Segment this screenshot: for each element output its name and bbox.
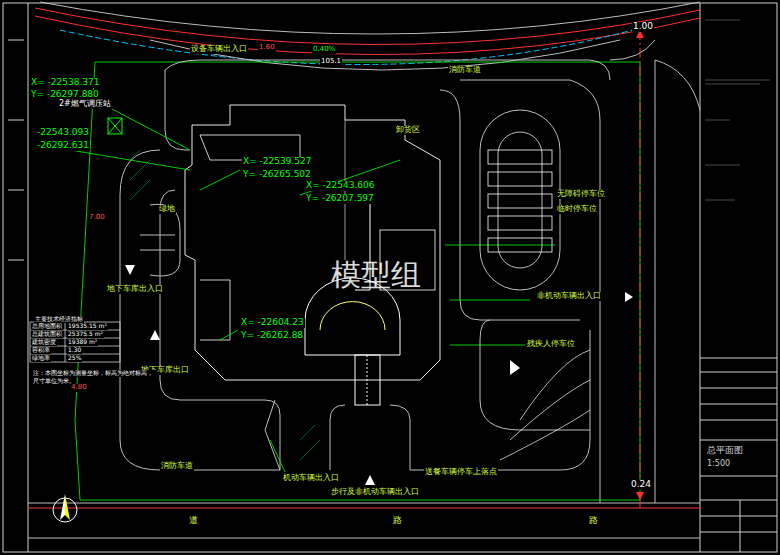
watermark: 模型组: [330, 258, 422, 291]
building-outline: [185, 105, 440, 380]
map-label: 送餐车辆停车上落点: [424, 468, 498, 477]
table-cell: 主要技术经济指标: [34, 316, 84, 323]
gas-station: [108, 118, 122, 134]
table-cell: 容积率: [31, 347, 51, 354]
map-label: X= -22604.23: [240, 318, 305, 328]
map-label: 消防车道: [448, 66, 482, 75]
map-label: 4.80: [70, 384, 88, 392]
map-label: 非机动车辆出入口: [536, 292, 602, 301]
map-label: 1.60: [258, 44, 276, 52]
table-cell: 总建筑面积: [31, 331, 63, 338]
map-label: -22543.093: [36, 128, 90, 138]
map-label: 消防车道: [160, 462, 194, 471]
map-label: 临时停车位: [556, 205, 598, 214]
direction-arrow: [625, 292, 633, 302]
map-label: 1:500: [706, 460, 731, 469]
map-label: 1.00: [632, 22, 654, 32]
title-block: [700, 3, 701, 552]
map-label: 机动车辆出入口: [282, 474, 340, 483]
data-table: [30, 322, 120, 362]
map-label: -26292.631: [36, 141, 90, 151]
map-label: Y= -26265.502: [242, 170, 312, 180]
table-cell: 25%: [67, 355, 82, 362]
map-label: 注：本图坐标为测量坐标，标高为绝对标高，: [32, 370, 154, 377]
map-label: 7.00: [88, 214, 106, 222]
map-label: 0.40%: [312, 46, 336, 54]
map-label: 绿地: [158, 205, 176, 214]
table-cell: 25375.5 m²: [67, 331, 104, 338]
map-label: 步行及非机动车辆出入口: [330, 488, 420, 497]
ring-road: [120, 150, 280, 470]
map-label: 路: [588, 516, 599, 526]
map-label: X= -22539.527: [242, 157, 312, 167]
table-cell: 1.30: [67, 347, 82, 354]
map-label: 道: [188, 516, 199, 526]
map-label: 0.24: [630, 480, 652, 490]
parking-loop: [480, 110, 560, 290]
map-label: Y= -26297.880: [30, 90, 100, 100]
table-cell: 总用地面积: [31, 323, 63, 330]
map-label: Y= -26207.597: [305, 194, 375, 204]
map-label: 无障碍停车位: [556, 190, 606, 199]
map-label: 2#燃气调压站: [58, 100, 112, 109]
map-label: 设备车辆出入口: [190, 45, 248, 54]
site-boundary: [75, 62, 640, 500]
map-label: 总平面图: [706, 446, 744, 456]
table-cell: 建筑密度: [31, 339, 57, 346]
drawing-frame: [3, 3, 777, 552]
table-cell: 19535.15 m²: [67, 323, 108, 330]
map-label: 残疾人停车位: [526, 340, 576, 349]
map-label: 地下车库出入口: [106, 285, 164, 294]
table-cell: 19389 m²: [67, 339, 98, 346]
road-edge: [35, 8, 700, 45]
map-label: Y= -26262.88: [240, 331, 304, 341]
road-edge: [28, 508, 700, 509]
map-label: X= -22538.371: [30, 78, 100, 88]
north-arrow: [53, 494, 77, 522]
map-label: 105.1: [320, 58, 342, 66]
map-label: X= -22543.606: [305, 181, 375, 191]
map-label: 卸货区: [395, 126, 421, 135]
map-label: 路: [392, 516, 403, 526]
table-cell: 绿地率: [31, 355, 51, 362]
